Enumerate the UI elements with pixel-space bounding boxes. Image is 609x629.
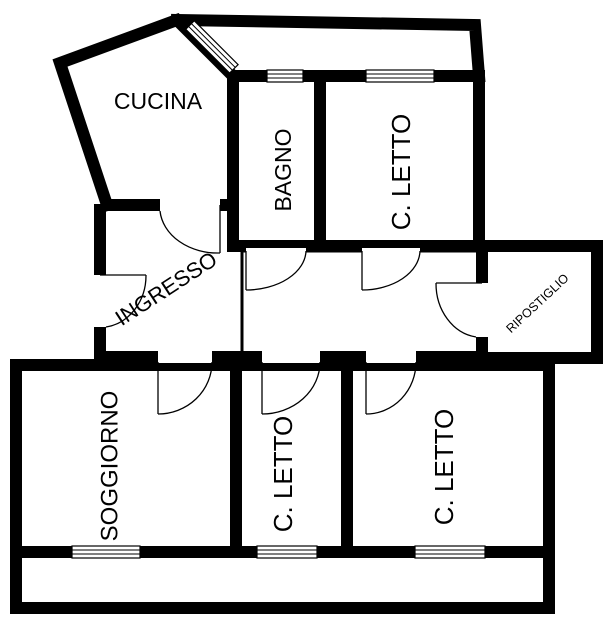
bottom-block xyxy=(10,359,555,614)
ripostiglio-wall xyxy=(476,240,603,364)
label-soggiorno: SOGGIORNO xyxy=(96,391,123,542)
kitchen-door xyxy=(159,199,221,254)
bedroom-top-window xyxy=(365,69,435,83)
soggiorno-window xyxy=(71,545,141,559)
bedroom-middle-window xyxy=(256,545,318,559)
bath-door xyxy=(245,248,307,291)
label-letto-middle: C. LETTO xyxy=(268,416,298,533)
bedroom-right-door xyxy=(365,351,417,415)
bedroom-top-door xyxy=(361,248,421,291)
label-letto-right: C. LETTO xyxy=(429,409,459,526)
bath-bedroom-block xyxy=(227,70,485,252)
bedroom-right-window xyxy=(414,545,486,559)
entrance-door xyxy=(94,274,147,328)
label-cucina: CUCINA xyxy=(114,88,203,114)
windows xyxy=(71,19,486,559)
kitchen-window xyxy=(184,19,239,74)
bedroom-middle-door xyxy=(261,351,321,415)
ripostiglio-door xyxy=(435,282,488,338)
soggiorno-door xyxy=(157,351,213,415)
label-letto-top: C. LETTO xyxy=(386,114,416,231)
label-bagno: BAGNO xyxy=(270,128,296,211)
bath-window xyxy=(266,69,304,83)
doors xyxy=(94,199,488,415)
